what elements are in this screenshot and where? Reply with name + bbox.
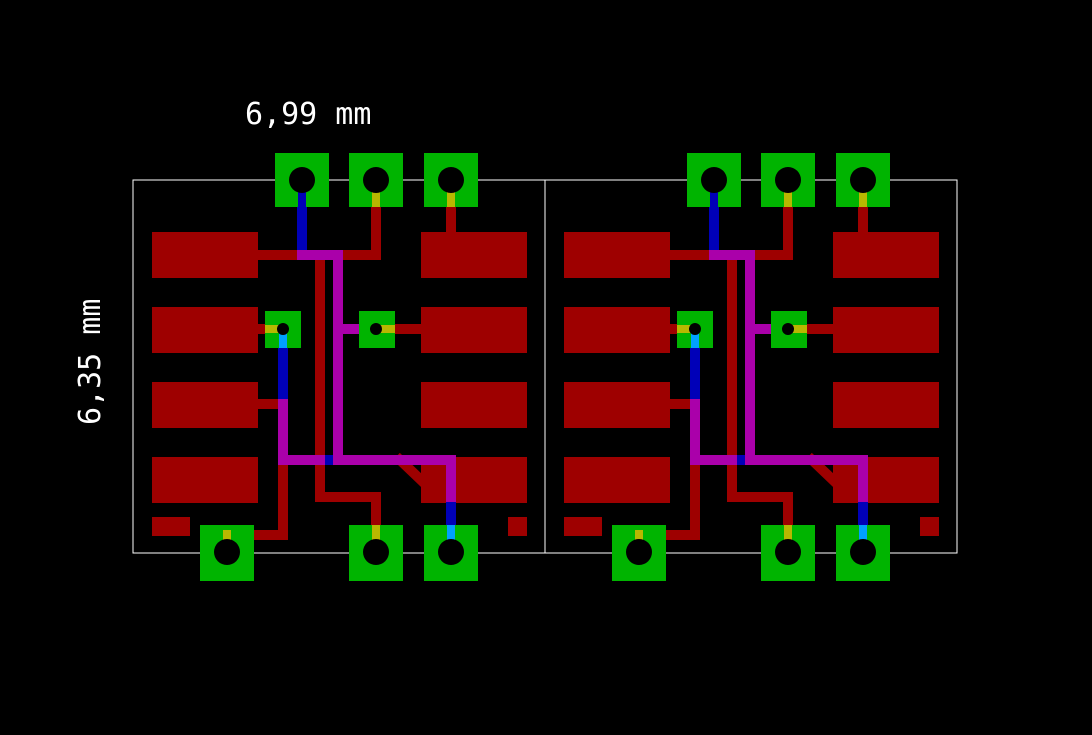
smd-pad [152, 232, 258, 278]
smd-pad [564, 457, 670, 503]
trace [315, 250, 381, 557]
smd-pad [152, 307, 258, 353]
through-hole-pad [424, 525, 478, 581]
trace [278, 399, 325, 465]
smd-pad [421, 382, 527, 428]
smd-pad [564, 307, 670, 353]
through-hole-pad [836, 153, 890, 207]
trace [297, 250, 360, 334]
through-hole-pad [761, 525, 815, 581]
via [359, 311, 395, 348]
through-hole-pad [687, 153, 741, 207]
via [677, 311, 713, 348]
marker-pad [920, 517, 939, 536]
marker-pad [152, 517, 190, 536]
through-hole-pad [424, 153, 478, 207]
marker-pad [508, 517, 527, 536]
board-outline [544, 179, 958, 554]
trace [727, 250, 793, 557]
smd-pad [152, 457, 258, 503]
th-pads [200, 153, 478, 581]
module-left [132, 153, 546, 581]
through-hole-pad [761, 153, 815, 207]
overlap-traces [278, 250, 456, 502]
smd-pad [421, 232, 527, 278]
through-hole-pad [612, 525, 666, 581]
smd-pads [152, 232, 527, 536]
via [265, 311, 301, 348]
trace [690, 324, 868, 557]
through-hole-pad [349, 525, 403, 581]
smd-pad [564, 382, 670, 428]
trace [690, 399, 737, 465]
marker-pad [564, 517, 602, 536]
smd-pad [833, 232, 939, 278]
smd-pad [564, 232, 670, 278]
trace [745, 324, 868, 502]
via [771, 311, 807, 348]
vias [265, 311, 395, 348]
smd-pad [833, 307, 939, 353]
smd-pad [421, 307, 527, 353]
vias [677, 311, 807, 348]
through-hole-pad [836, 525, 890, 581]
trace [333, 324, 456, 502]
through-hole-pad [275, 153, 329, 207]
th-pads [612, 153, 890, 581]
width-dimension-label: 6,99 mm [245, 97, 371, 132]
trace [278, 324, 456, 557]
through-hole-pad [200, 525, 254, 581]
module-right [544, 153, 958, 581]
through-hole-pad [349, 153, 403, 207]
overlap-traces [690, 250, 868, 502]
smd-pad [152, 382, 258, 428]
trace [709, 250, 772, 334]
height-dimension-label: 6,35 mm [73, 299, 108, 425]
smd-pad [833, 382, 939, 428]
smd-pads [564, 232, 939, 536]
